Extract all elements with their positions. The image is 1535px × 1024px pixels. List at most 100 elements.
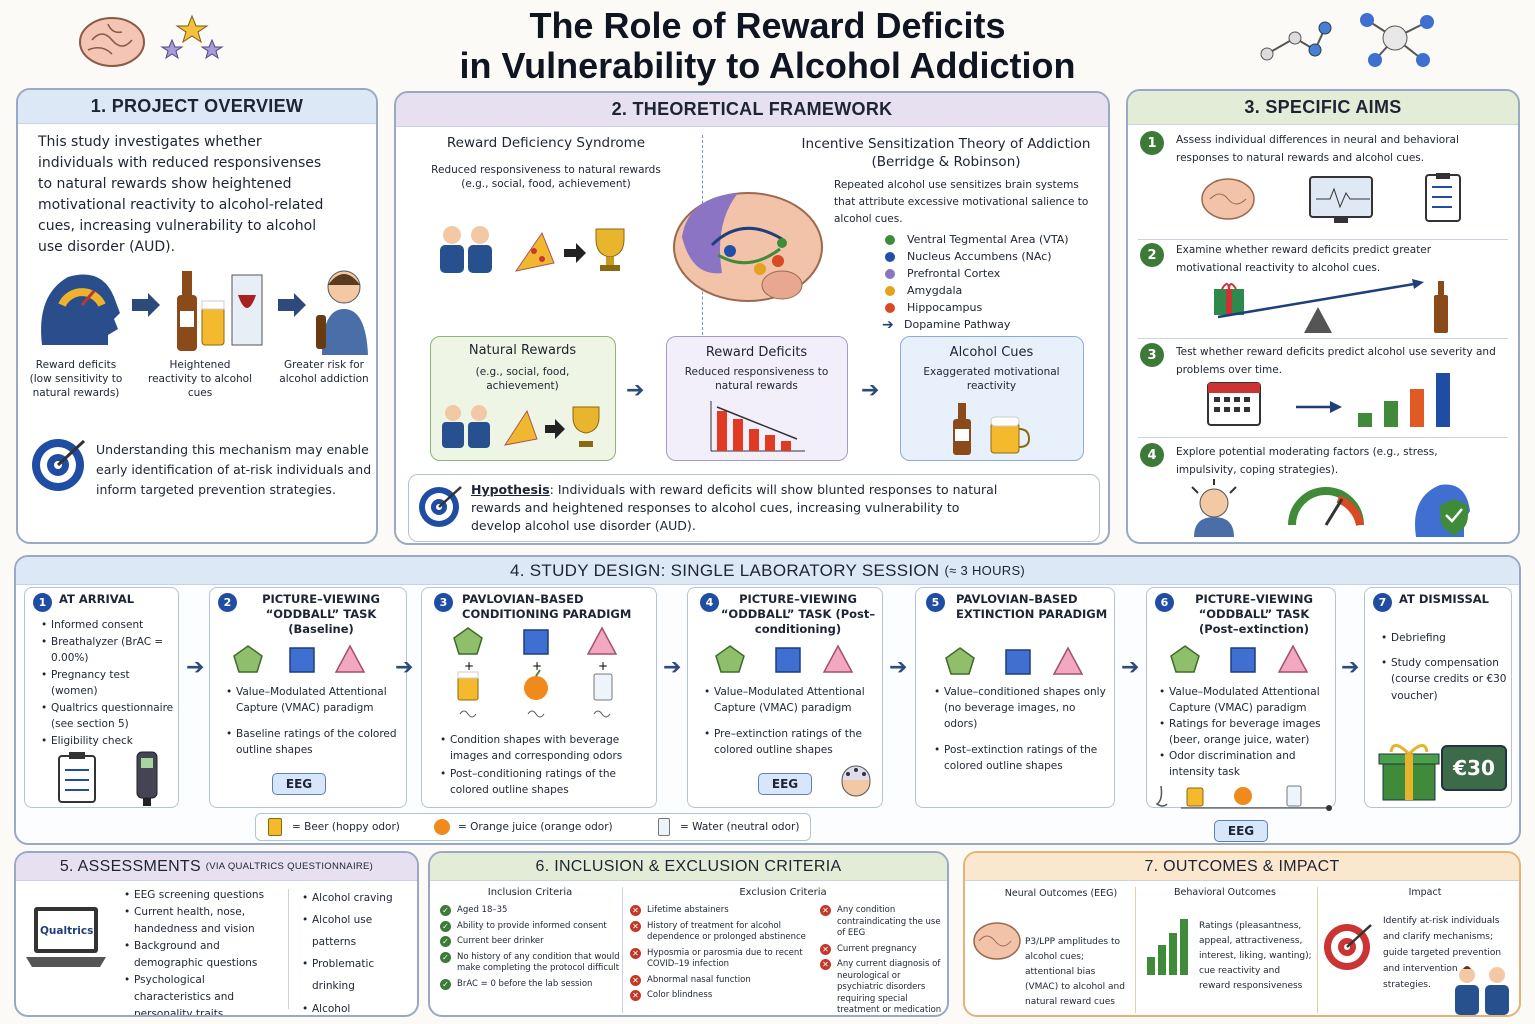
step-items: Value–Modulated Attentional Capture (VMA…: [704, 684, 876, 758]
step-dismissal: 7 AT DISMISSAL Debriefing Study compensa…: [1364, 587, 1512, 808]
legend-item: Ventral Tegmental Area (VTA): [882, 231, 1102, 248]
arrow-icon: ➔: [1121, 655, 1140, 680]
criteria-text: Abnormal nasal function: [647, 974, 751, 985]
reward-deficits-text: Reduced responsiveness to natural reward…: [684, 366, 829, 392]
arrow-icon: ➔: [882, 316, 894, 333]
criteria-text: Current beer drinker: [457, 936, 544, 946]
exclusion-item: ✕History of treatment for alcohol depend…: [630, 920, 816, 944]
colored-shapes-icon: [715, 644, 854, 673]
flow-label-2: Heightened reactivity to alcohol cues: [147, 359, 252, 399]
qualtrics-label: Qualtrics: [40, 925, 94, 937]
criteria-heading: 6. INCLUSION & EXCLUSION CRITERIA: [430, 853, 947, 881]
assessments-panel: 5. ASSESSMENTS (VIA QUALTRICS QUESTIONNA…: [14, 851, 419, 1017]
molecule-icon: [1260, 13, 1434, 67]
cross-icon: ✕: [820, 959, 831, 970]
rds-title: Reward Deficiency Syndrome: [446, 135, 646, 151]
aim-number: 1: [1140, 131, 1164, 155]
reward-deficits-title: Reward Deficits: [705, 345, 808, 360]
aim-1-icons: [1201, 173, 1461, 223]
svg-text:+: +: [532, 659, 542, 673]
voucher-badge: €30: [1441, 745, 1507, 791]
aim-1-text: Assess individual differences in neural …: [1176, 134, 1459, 164]
legend-item: Amygdala: [882, 282, 1102, 299]
behavioral-title: Behavioral Outcomes: [1174, 887, 1276, 898]
aim-2-seesaw-icon: [1214, 279, 1448, 333]
eeg-cap-head-icon: [841, 765, 871, 797]
step-arrival: 1 AT ARRIVAL Informed consent Breathalyz…: [24, 587, 179, 808]
beer-bottle-icon: [953, 403, 1031, 455]
divider: [288, 889, 289, 1009]
project-overview-panel: 1. PROJECT OVERVIEW This study investiga…: [16, 88, 378, 544]
overview-heading: 1. PROJECT OVERVIEW: [18, 90, 376, 124]
orange-icon: [434, 819, 450, 835]
step-items: Value–Modulated Attentional Capture (VMA…: [226, 684, 398, 758]
framework-panel: 2. THEORETICAL FRAMEWORK Reward Deficien…: [394, 91, 1110, 545]
check-icon: ✓: [440, 920, 451, 932]
criteria-text: BrAC = 0 before the lab session: [457, 978, 593, 989]
legend-label: Hippocampus: [907, 301, 983, 314]
assessments-col2: Alcohol craving Alcohol use patterns Pro…: [302, 887, 416, 1015]
outcomes-panel: 7. OUTCOMES & IMPACT Neural Outcomes (EE…: [963, 851, 1521, 1017]
inclusion-item: ✓Aged 18–35: [440, 905, 622, 917]
aim-4-icons: [1191, 479, 1470, 537]
step-number: 7: [1373, 593, 1392, 612]
criteria-text: Hyposmia or parosmia due to recent COVID…: [647, 947, 803, 970]
legend-dot-icon: [885, 285, 895, 296]
exclusion-item: ✕Abnormal nasal function: [630, 974, 816, 987]
arrow-icon: ➔: [889, 655, 908, 680]
impact-text: Identify at-risk individuals and clarify…: [1383, 916, 1502, 990]
legend-item: ➔Dopamine Pathway: [882, 316, 1102, 333]
step-number: 1: [33, 593, 52, 612]
legend-label: Ventral Tegmental Area (VTA): [907, 233, 1069, 246]
inclusion-item: ✓Current beer drinker: [440, 936, 622, 948]
aims-panel: 3. SPECIFIC AIMS 1 Assess individual dif…: [1126, 89, 1520, 544]
step-number: 6: [1155, 593, 1174, 612]
colored-shapes-icon: [1170, 644, 1309, 673]
legend-item: Hippocampus: [882, 299, 1102, 316]
check-icon: ✓: [440, 905, 451, 916]
outcomes-heading: 7. OUTCOMES & IMPACT: [965, 853, 1519, 881]
legend-label: Amygdala: [907, 284, 963, 297]
natural-rewards-title: Natural Rewards: [468, 343, 577, 358]
overview-body: This study investigates whether individu…: [38, 134, 324, 255]
brain-legend: Ventral Tegmental Area (VTA)Nucleus Accu…: [882, 231, 1102, 333]
beer-icon: [268, 818, 282, 836]
criteria-panel: 6. INCLUSION & EXCLUSION CRITERIA Inclus…: [428, 851, 949, 1017]
step-oddball-post-conditioning: 4 PICTURE–VIEWING “ODDBALL” TASK (Post–c…: [687, 587, 883, 808]
divider: [1317, 887, 1318, 1013]
legend-dot-icon: [885, 268, 895, 279]
cross-icon: ✕: [630, 920, 641, 932]
arrow-icon: ➔: [186, 655, 205, 680]
legend-dot-icon: [885, 234, 895, 245]
legend-dot-icon: [885, 251, 895, 262]
flow-label-1: Reward deficits (low sensitivity to natu…: [29, 359, 123, 399]
exclusion-item: ✕Any current diagnosis of neurological o…: [820, 959, 946, 1015]
step-items: Value–conditioned shapes only (no bevera…: [934, 684, 1110, 774]
legend-water: = Water (neutral odor): [680, 821, 800, 833]
exclusion-list-2: ✕Any condition contraindicating the use …: [820, 905, 946, 1015]
criteria-text: Lifetime abstainers: [647, 905, 729, 915]
cross-icon: ✕: [630, 947, 641, 959]
gift-icon: [1378, 744, 1440, 801]
aim-3-text: Test whether reward deficits predict alc…: [1176, 346, 1496, 376]
ist-title: Incentive Sensitization Theory of Addict…: [801, 136, 1091, 170]
brain-diagram-icon: [673, 192, 823, 302]
divider: [1135, 887, 1136, 1013]
natural-rewards-icons: [440, 226, 625, 273]
divider: [1138, 239, 1508, 240]
step-oddball-baseline: 2 PICTURE–VIEWING “ODDBALL” TASK (Baseli…: [209, 587, 407, 808]
design-heading: 4. STUDY DESIGN: SINGLE LABORATORY SESSI…: [16, 557, 1519, 585]
step-title: AT ARRIVAL: [59, 592, 135, 606]
brain-stars-icon: [79, 14, 224, 67]
inclusion-title: Inclusion Criteria: [487, 887, 573, 898]
arrow-icon: ➔: [861, 378, 880, 403]
target-icon: [419, 486, 462, 527]
assessments-heading: 5. ASSESSMENTS (VIA QUALTRICS QUESTIONNA…: [16, 853, 417, 881]
target-icon: [32, 439, 86, 491]
behavioral-text: Ratings (pleasantness, appeal, attractiv…: [1199, 921, 1312, 991]
exclusion-item: ✕Color blindness: [630, 990, 816, 1002]
step-title: PAVLOVIAN–BASED EXTINCTION PARADIGM: [956, 592, 1108, 621]
step-items: Debriefing Study compensation (course cr…: [1381, 630, 1509, 704]
aim-number: 3: [1140, 343, 1164, 367]
page-title: The Role of Reward Deficits in Vulnerabi…: [459, 5, 1076, 86]
